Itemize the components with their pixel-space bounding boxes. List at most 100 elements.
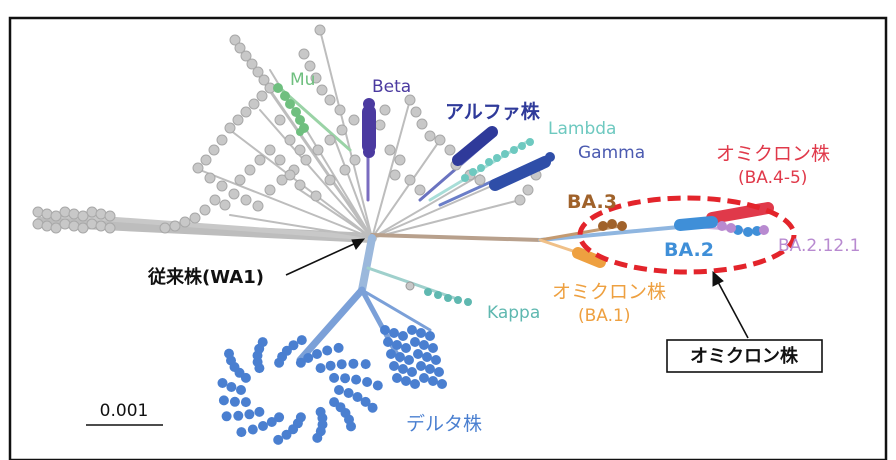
grey-tip-node bbox=[240, 106, 252, 118]
delta-tip-node bbox=[312, 349, 322, 359]
grey-tip-node bbox=[86, 206, 98, 218]
grey-tip-node bbox=[32, 218, 44, 230]
label-kappa: Kappa bbox=[487, 303, 540, 323]
grey-tip-node bbox=[416, 118, 428, 130]
delta-tip-node bbox=[419, 340, 429, 350]
grey-tip-node bbox=[41, 220, 53, 232]
delta-tip-node bbox=[352, 392, 363, 402]
grey-tip-node bbox=[104, 210, 116, 222]
delta-tip-node bbox=[437, 379, 447, 389]
grey-tip-node bbox=[258, 74, 270, 86]
grey-tip-node bbox=[324, 134, 336, 146]
grey-tip-node bbox=[404, 94, 416, 106]
grey-tip-node bbox=[264, 184, 276, 196]
grey-tip-node bbox=[324, 174, 336, 186]
omicron-dashed-ellipse bbox=[577, 195, 797, 275]
delta-tip-node bbox=[392, 340, 402, 350]
label-omicron-ba1-line1: オミクロン株 bbox=[552, 281, 666, 303]
delta-tip-node bbox=[273, 434, 284, 445]
grey-tip-node bbox=[314, 24, 326, 36]
delta-tip-node bbox=[218, 395, 229, 406]
grey-tip-node bbox=[179, 216, 191, 228]
grey-tip-node bbox=[169, 220, 181, 232]
grey-tip-node bbox=[86, 218, 98, 230]
grey-tip-node bbox=[410, 106, 422, 118]
grey-tip-node bbox=[95, 208, 107, 220]
grey-tip-node bbox=[324, 94, 336, 106]
delta-tip-node bbox=[416, 328, 426, 338]
delta-tip-node bbox=[392, 373, 402, 383]
grey-tip-node bbox=[77, 222, 89, 234]
grey-tip-node bbox=[276, 174, 288, 186]
grey-tip-node bbox=[374, 119, 386, 131]
grey-tip-node bbox=[232, 114, 244, 126]
grey-tip-node bbox=[77, 210, 89, 222]
delta-tip-node bbox=[386, 349, 396, 359]
delta-tip-node bbox=[395, 352, 405, 362]
lambda-cluster bbox=[461, 138, 534, 182]
delta-tip-node bbox=[274, 412, 285, 423]
grey-tip-node bbox=[339, 164, 351, 176]
grey-tip-node bbox=[216, 134, 228, 146]
grey-tip-node bbox=[349, 154, 361, 166]
grey-tip-node bbox=[522, 184, 534, 196]
delta-tip-node bbox=[428, 376, 438, 386]
grey-tip-node bbox=[50, 222, 62, 234]
delta-tip-node bbox=[380, 325, 390, 335]
ba3-cluster bbox=[598, 219, 627, 231]
delta-tip-node bbox=[333, 342, 344, 353]
delta-tip-node bbox=[240, 397, 251, 408]
grey-tip-node bbox=[252, 200, 264, 212]
grey-tip-node bbox=[384, 144, 396, 156]
label-original-wa1: 従来株(WA1) bbox=[147, 266, 264, 288]
delta-tip-node bbox=[340, 373, 351, 384]
delta-tip-node bbox=[367, 402, 378, 413]
grey-tip-node bbox=[228, 188, 240, 200]
delta-tip-node bbox=[346, 421, 356, 432]
grey-tip-node bbox=[414, 184, 426, 196]
beta-cluster bbox=[362, 98, 376, 158]
grey-tip-nodes bbox=[32, 24, 546, 234]
grey-tip-node bbox=[200, 154, 212, 166]
grey-tip-node bbox=[192, 162, 204, 174]
label-alpha: アルファ株 bbox=[445, 100, 541, 123]
delta-tip-node bbox=[257, 337, 268, 348]
grey-tip-node bbox=[50, 210, 62, 222]
delta-tip-node bbox=[315, 363, 326, 374]
delta-tip-node bbox=[348, 358, 359, 369]
grey-tip-node bbox=[159, 222, 171, 234]
delta-tip-node bbox=[425, 364, 435, 374]
grey-tip-node bbox=[240, 194, 252, 206]
delta-tip-node bbox=[258, 421, 268, 431]
delta-tip-node bbox=[419, 373, 429, 383]
label-gamma: Gamma bbox=[578, 143, 645, 163]
grey-tip-node bbox=[284, 134, 296, 146]
delta-tip-node bbox=[401, 376, 411, 386]
grey-tip-node bbox=[189, 212, 201, 224]
grey-tip-node bbox=[59, 206, 71, 218]
delta-tip-node bbox=[422, 352, 432, 362]
grey-tip-node bbox=[294, 179, 306, 191]
delta-tip-node bbox=[398, 331, 408, 341]
grey-tip-node bbox=[336, 124, 348, 136]
delta-tip-node bbox=[425, 331, 435, 341]
grey-tip-node bbox=[389, 169, 401, 181]
delta-tip-node bbox=[398, 364, 408, 374]
grey-tip-node bbox=[310, 190, 322, 202]
grey-tip-node bbox=[264, 144, 276, 156]
omicron-box: オミクロン株 bbox=[666, 339, 823, 373]
label-omicron-ba1-line2: (BA.1) bbox=[578, 306, 630, 326]
kappa-cluster bbox=[405, 281, 472, 306]
delta-tip-node bbox=[247, 424, 258, 435]
label-ba2121: BA.2.12.1 bbox=[778, 236, 860, 256]
delta-tip-node bbox=[360, 359, 371, 370]
delta-tip-node bbox=[226, 382, 237, 392]
labels: Mu Beta アルファ株 Lambda Gamma オミクロン株 (BA.4-… bbox=[147, 70, 860, 435]
grey-tip-node bbox=[240, 50, 252, 62]
delta-tip-node bbox=[288, 424, 299, 435]
grey-tip-node bbox=[59, 218, 71, 230]
delta-tip-node bbox=[236, 427, 247, 438]
delta-tip-node bbox=[383, 337, 393, 347]
delta-tip-node bbox=[295, 357, 306, 368]
